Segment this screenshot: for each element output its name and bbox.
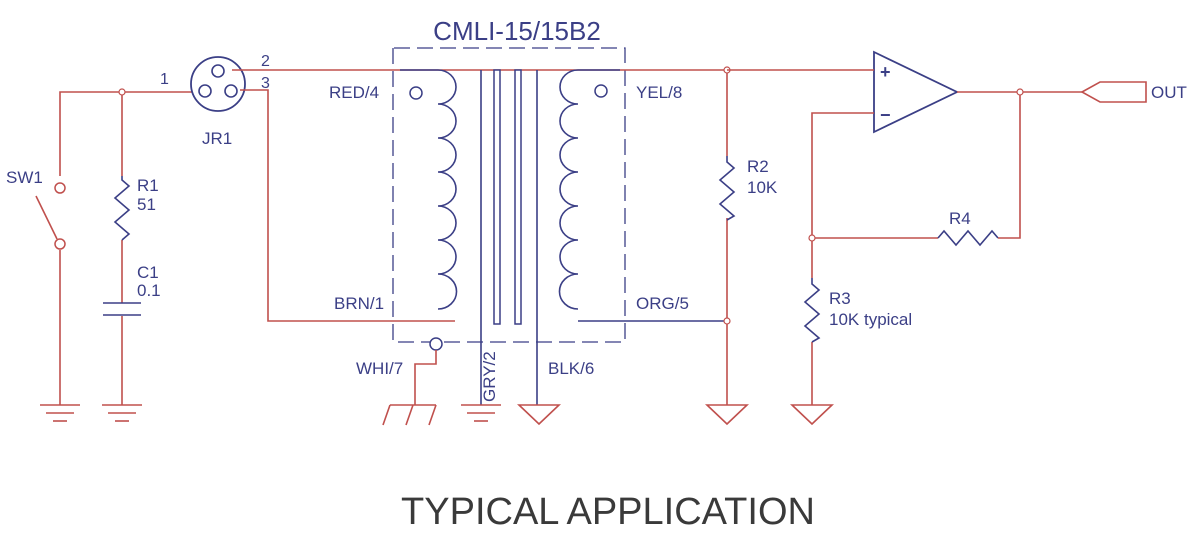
jack-pin1-label: 1 [160,71,169,88]
jack-pin2-label: 2 [261,53,270,70]
capacitor-c1 [103,302,141,316]
resistor-r3 [803,278,821,343]
ground-sw1 [40,404,80,422]
output-connector [1080,81,1147,103]
node-output [1016,88,1024,96]
lead-yel-label: YEL/8 [636,83,682,102]
r2-label: R2 [747,157,769,176]
jack-pin3-label: 3 [261,75,270,92]
switch-sw1 [35,182,66,250]
r3-ground [789,404,835,426]
ground-c1 [102,404,142,422]
blk-lead-ground [516,404,562,426]
transformer-secondary-winding [558,69,727,322]
resistor-r2 [718,156,736,221]
lead-brn-label: BRN/1 [334,294,384,313]
node-org [723,317,731,325]
r1-label: R1 [137,176,159,195]
resistor-r4 [937,229,999,247]
transformer-core [480,69,538,405]
r3-value: 10K typical [829,310,912,329]
resistor-r1 [113,176,131,241]
c1-label: C1 [137,263,159,282]
lead-whi-label: WHI/7 [356,359,403,378]
op-amp [873,50,960,134]
r2-ground [704,404,750,426]
lead-gry-label: GRY/2 [480,351,499,402]
diagram-caption: TYPICAL APPLICATION [401,491,815,533]
r1-value: 51 [137,195,156,214]
input-wiring [59,88,200,405]
lead-org-label: ORG/5 [636,294,689,313]
r3-label: R3 [829,289,851,308]
r2-value: 10K [747,178,778,197]
gry-lead-ground [461,404,501,422]
transformer-model-title: CMLI-15/15B2 [433,16,601,46]
op-amp-minus: − [880,105,891,125]
out-label: OUT [1151,83,1187,102]
sw1-label: SW1 [6,168,43,187]
whi-lead-chassis-ground [382,337,443,426]
node-feedback [808,234,816,242]
transformer-primary-winding [400,69,458,310]
lead-blk-label: BLK/6 [548,359,594,378]
transformer-shield-box [392,47,626,343]
xlr-jack-jr1 [190,56,246,112]
c1-value: 0.1 [137,281,161,300]
r4-label: R4 [949,209,971,228]
lead-red-label: RED/4 [329,83,379,102]
op-amp-plus: + [880,62,891,82]
jr1-label: JR1 [202,129,232,148]
